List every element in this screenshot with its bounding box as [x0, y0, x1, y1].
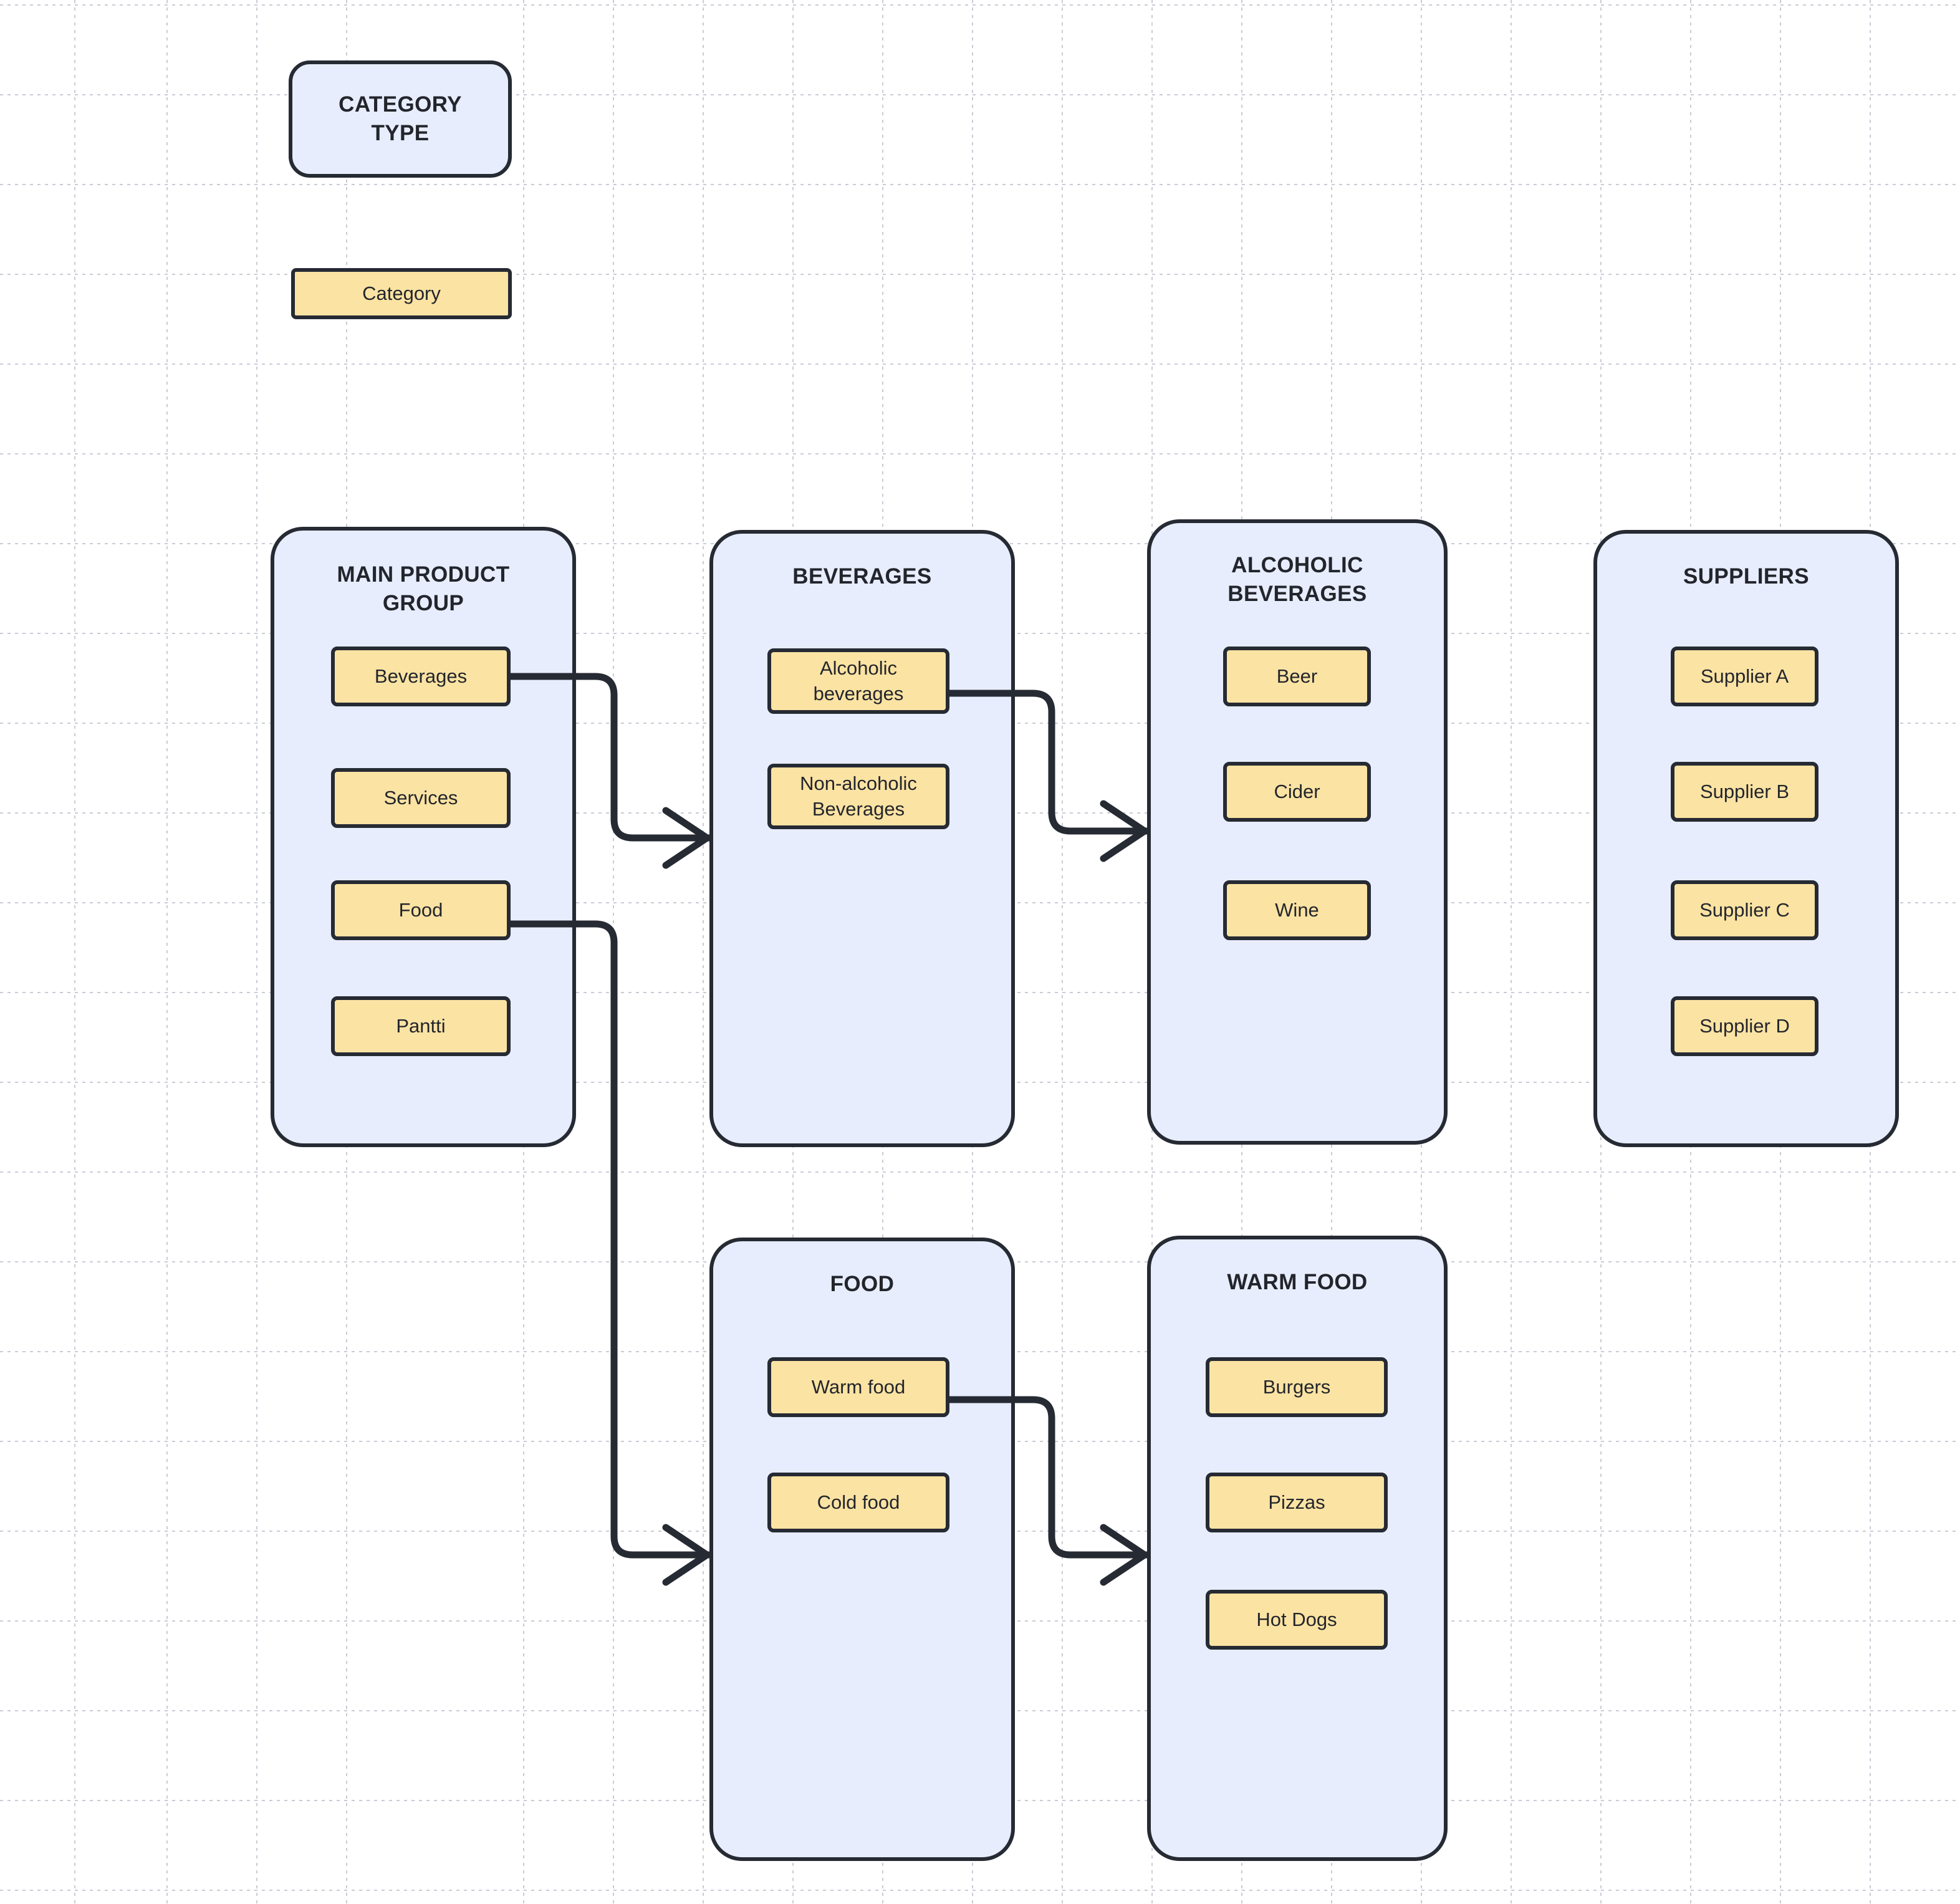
node-beverages-label: Beverages	[374, 665, 468, 687]
node-services-label: Services	[383, 786, 458, 809]
node-alcoholic-beverages-label: Alcoholic beverages	[814, 656, 904, 706]
group-title-beverages: BEVERAGES	[713, 562, 1011, 591]
node-supplier-c[interactable]: Supplier C	[1671, 880, 1818, 940]
node-cider[interactable]: Cider	[1223, 762, 1371, 822]
group-title-line1: ALCOHOLIC	[1231, 553, 1363, 577]
node-cold-food[interactable]: Cold food	[767, 1473, 949, 1532]
node-supplier-a-label: Supplier A	[1700, 665, 1789, 687]
node-supplier-b-label: Supplier B	[1699, 780, 1790, 802]
group-warm-food[interactable]: WARM FOOD	[1147, 1236, 1448, 1861]
group-title-alcoholic-beverages: ALCOHOLIC BEVERAGES	[1151, 551, 1444, 608]
node-supplier-a[interactable]: Supplier A	[1671, 647, 1818, 706]
node-non-alcoholic-beverages[interactable]: Non-alcoholic Beverages	[767, 764, 949, 829]
node-non-alcoholic-beverages-label: Non-alcoholic Beverages	[800, 771, 917, 822]
node-beer[interactable]: Beer	[1223, 647, 1371, 706]
node-pizzas[interactable]: Pizzas	[1206, 1473, 1388, 1532]
node-supplier-c-label: Supplier C	[1699, 898, 1790, 921]
group-title-line1: FOOD	[830, 1272, 895, 1296]
node-warm-food[interactable]: Warm food	[767, 1357, 949, 1417]
node-pantti[interactable]: Pantti	[331, 996, 511, 1056]
group-title-food: FOOD	[713, 1270, 1011, 1299]
edge-alcoholic-arrowhead	[1100, 800, 1148, 862]
node-supplier-d-label: Supplier D	[1699, 1014, 1790, 1037]
legend-category-type-pill: CATEGORY TYPE	[289, 60, 512, 178]
legend-category-type-label: CATEGORY TYPE	[339, 90, 462, 148]
group-title-warm-food: WARM FOOD	[1151, 1268, 1444, 1297]
node-beverages[interactable]: Beverages	[331, 647, 511, 706]
node-burgers[interactable]: Burgers	[1206, 1357, 1388, 1417]
group-title-line1: BEVERAGES	[792, 564, 932, 589]
node-supplier-b[interactable]: Supplier B	[1671, 762, 1818, 822]
group-beverages[interactable]: BEVERAGES	[709, 530, 1015, 1147]
legend-category-chip: Category	[291, 268, 512, 319]
node-line1: Alcoholic	[819, 657, 898, 680]
group-title-line1: SUPPLIERS	[1683, 564, 1809, 589]
node-line2: beverages	[813, 682, 904, 704]
group-title-line1: MAIN PRODUCT	[337, 562, 510, 587]
node-services[interactable]: Services	[331, 768, 511, 828]
legend-type-line2: TYPE	[371, 121, 430, 145]
group-alcoholic-beverages[interactable]: ALCOHOLIC BEVERAGES	[1147, 519, 1448, 1145]
node-pantti-label: Pantti	[396, 1014, 446, 1037]
edge-beverages-arrowhead	[662, 807, 711, 869]
group-title-line1: WARM FOOD	[1227, 1270, 1368, 1294]
node-burgers-label: Burgers	[1262, 1375, 1331, 1398]
node-line2: Beverages	[812, 797, 905, 820]
node-cider-label: Cider	[1274, 780, 1320, 802]
node-line1: Non-alcoholic	[800, 772, 917, 795]
node-hot-dogs-label: Hot Dogs	[1256, 1608, 1337, 1630]
node-warm-food-label: Warm food	[811, 1375, 906, 1398]
edge-food-arrowhead	[662, 1524, 711, 1586]
node-alcoholic-beverages[interactable]: Alcoholic beverages	[767, 648, 949, 714]
node-supplier-d[interactable]: Supplier D	[1671, 996, 1818, 1056]
node-beer-label: Beer	[1276, 665, 1318, 687]
group-title-line2: BEVERAGES	[1227, 582, 1367, 607]
group-title-line2: GROUP	[382, 591, 464, 616]
group-title-suppliers: SUPPLIERS	[1597, 562, 1895, 591]
group-food[interactable]: FOOD	[709, 1238, 1015, 1861]
node-wine-label: Wine	[1275, 898, 1319, 921]
node-wine[interactable]: Wine	[1223, 880, 1371, 940]
node-food-label: Food	[398, 898, 443, 921]
legend-type-line1: CATEGORY	[339, 92, 462, 117]
node-food[interactable]: Food	[331, 880, 511, 940]
node-pizzas-label: Pizzas	[1268, 1491, 1325, 1513]
node-hot-dogs[interactable]: Hot Dogs	[1206, 1590, 1388, 1650]
group-title-main-product-group: MAIN PRODUCT GROUP	[274, 560, 572, 618]
legend-category-label: Category	[362, 282, 441, 304]
node-cold-food-label: Cold food	[817, 1491, 900, 1513]
edge-warmfood-arrowhead	[1100, 1524, 1148, 1586]
